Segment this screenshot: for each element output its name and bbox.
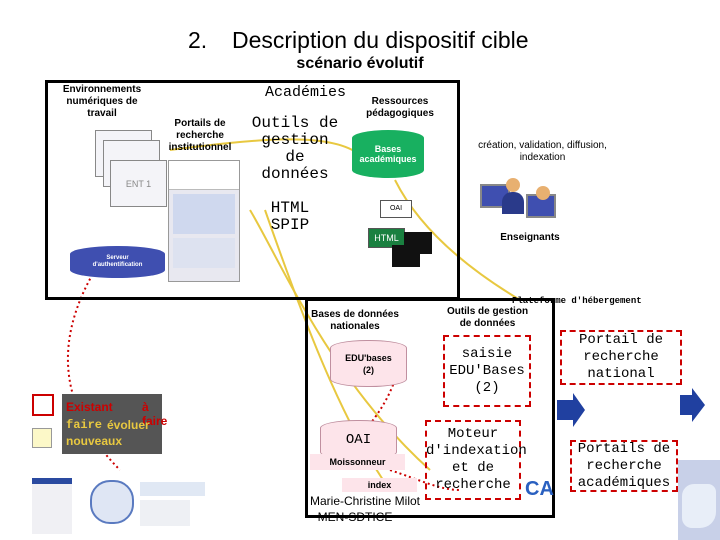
bases-nationales-label: Bases de données nationales bbox=[311, 309, 399, 332]
portails-acad-label: Portails de recherche académiques bbox=[577, 440, 671, 491]
person-head-1 bbox=[506, 178, 520, 192]
ministry-logo bbox=[32, 478, 72, 534]
plateforme-panel bbox=[305, 298, 555, 518]
outils-label: Outils de gestion de données bbox=[251, 114, 339, 183]
enseignants-label: Enseignants bbox=[500, 232, 560, 243]
edubases-label: EDU'bases (2) bbox=[345, 352, 392, 375]
outils-gestion-label: Outils de gestion de données bbox=[446, 306, 529, 329]
portails-label: Portails de recherche institutionnel bbox=[168, 118, 232, 153]
html-spip-label: HTML SPIP bbox=[270, 199, 310, 234]
legend-nouveaux: nouveaux bbox=[66, 434, 123, 448]
legend-red-square bbox=[32, 394, 54, 416]
map-shape bbox=[682, 484, 716, 528]
index-label: index bbox=[342, 478, 417, 492]
screen-icon-2 bbox=[392, 245, 420, 267]
person-head-2 bbox=[536, 186, 550, 200]
moteur-box: Moteur d'indexation et de recherche bbox=[425, 420, 527, 500]
legend-box: Existant à faire faire évoluer nouveaux bbox=[62, 394, 167, 454]
enseignants-icon bbox=[480, 178, 560, 224]
serveur-label: Serveur d'authentification bbox=[92, 255, 143, 268]
saisie-label: saisie EDU'Bases (2) bbox=[449, 345, 525, 396]
moissonneur-label: Moissonneur bbox=[310, 454, 405, 470]
ressources-label: Ressources pédagogiques bbox=[366, 96, 434, 119]
oai-label: OAI bbox=[345, 432, 372, 448]
oai-cylinder: OAI bbox=[320, 420, 397, 460]
moteur-label: Moteur d'indexation et de recherche bbox=[426, 426, 527, 493]
portail-national-box: Portail de recherche national bbox=[560, 330, 682, 385]
portail-screenshot bbox=[168, 160, 240, 282]
red-dotted-bottom bbox=[354, 379, 396, 451]
creation-label: création, validation, diffusion, indexat… bbox=[478, 140, 607, 163]
ent-screen-front: ENT 1 bbox=[110, 160, 167, 207]
portails-acad-box: Portails de recherche académiques bbox=[570, 440, 678, 492]
portail-screenshot-content bbox=[173, 194, 235, 234]
oai-small-box: OAI bbox=[380, 200, 412, 218]
academies-panel bbox=[45, 80, 460, 300]
person-body-1 bbox=[502, 192, 524, 214]
author-name: Marie-Christine Milot bbox=[309, 494, 421, 508]
legend-evoluer: évoluer bbox=[107, 418, 150, 432]
scrim-logo bbox=[140, 482, 205, 496]
portail-screenshot-footer bbox=[173, 238, 235, 268]
serveur-cylinder: Serveur d'authentification bbox=[70, 246, 165, 278]
yellow-path-4 bbox=[394, 179, 521, 301]
page-title: Description du dispositif cible bbox=[232, 27, 529, 53]
legend-existant: Existant bbox=[66, 400, 113, 414]
red-dotted-bottom-2 bbox=[389, 469, 461, 491]
legend-yellow-square bbox=[32, 428, 52, 448]
france-map-thumbnail bbox=[678, 460, 720, 540]
plateforme-label: Plateforme d'hébergement bbox=[512, 296, 642, 306]
academies-label: Académies bbox=[265, 84, 347, 101]
education-logo bbox=[90, 480, 134, 524]
bases-academiques-cylinder: Bases académiques bbox=[352, 130, 424, 178]
bases-academiques-label: Bases académiques bbox=[359, 144, 417, 164]
ca-logo-fragment: CA bbox=[525, 478, 554, 500]
saisie-box: saisie EDU'Bases (2) bbox=[443, 335, 531, 407]
page-subtitle: scénario évolutif bbox=[296, 55, 424, 72]
blue-arrow-1 bbox=[557, 393, 585, 427]
portail-national-label: Portail de recherche national bbox=[578, 332, 663, 382]
legend-a-faire: à faire bbox=[142, 400, 168, 428]
blue-arrow-2 bbox=[680, 388, 705, 422]
environments-label: Environnements numériques de travail bbox=[62, 84, 142, 119]
scrim-logo-sub bbox=[140, 500, 190, 526]
edubases-cylinder: EDU'bases (2) bbox=[330, 340, 407, 387]
author-org: MEN-SDTICE bbox=[317, 510, 393, 524]
yellow-path-1 bbox=[169, 138, 361, 156]
title-number: 2. bbox=[188, 27, 208, 53]
portail-screenshot-header bbox=[169, 161, 239, 190]
